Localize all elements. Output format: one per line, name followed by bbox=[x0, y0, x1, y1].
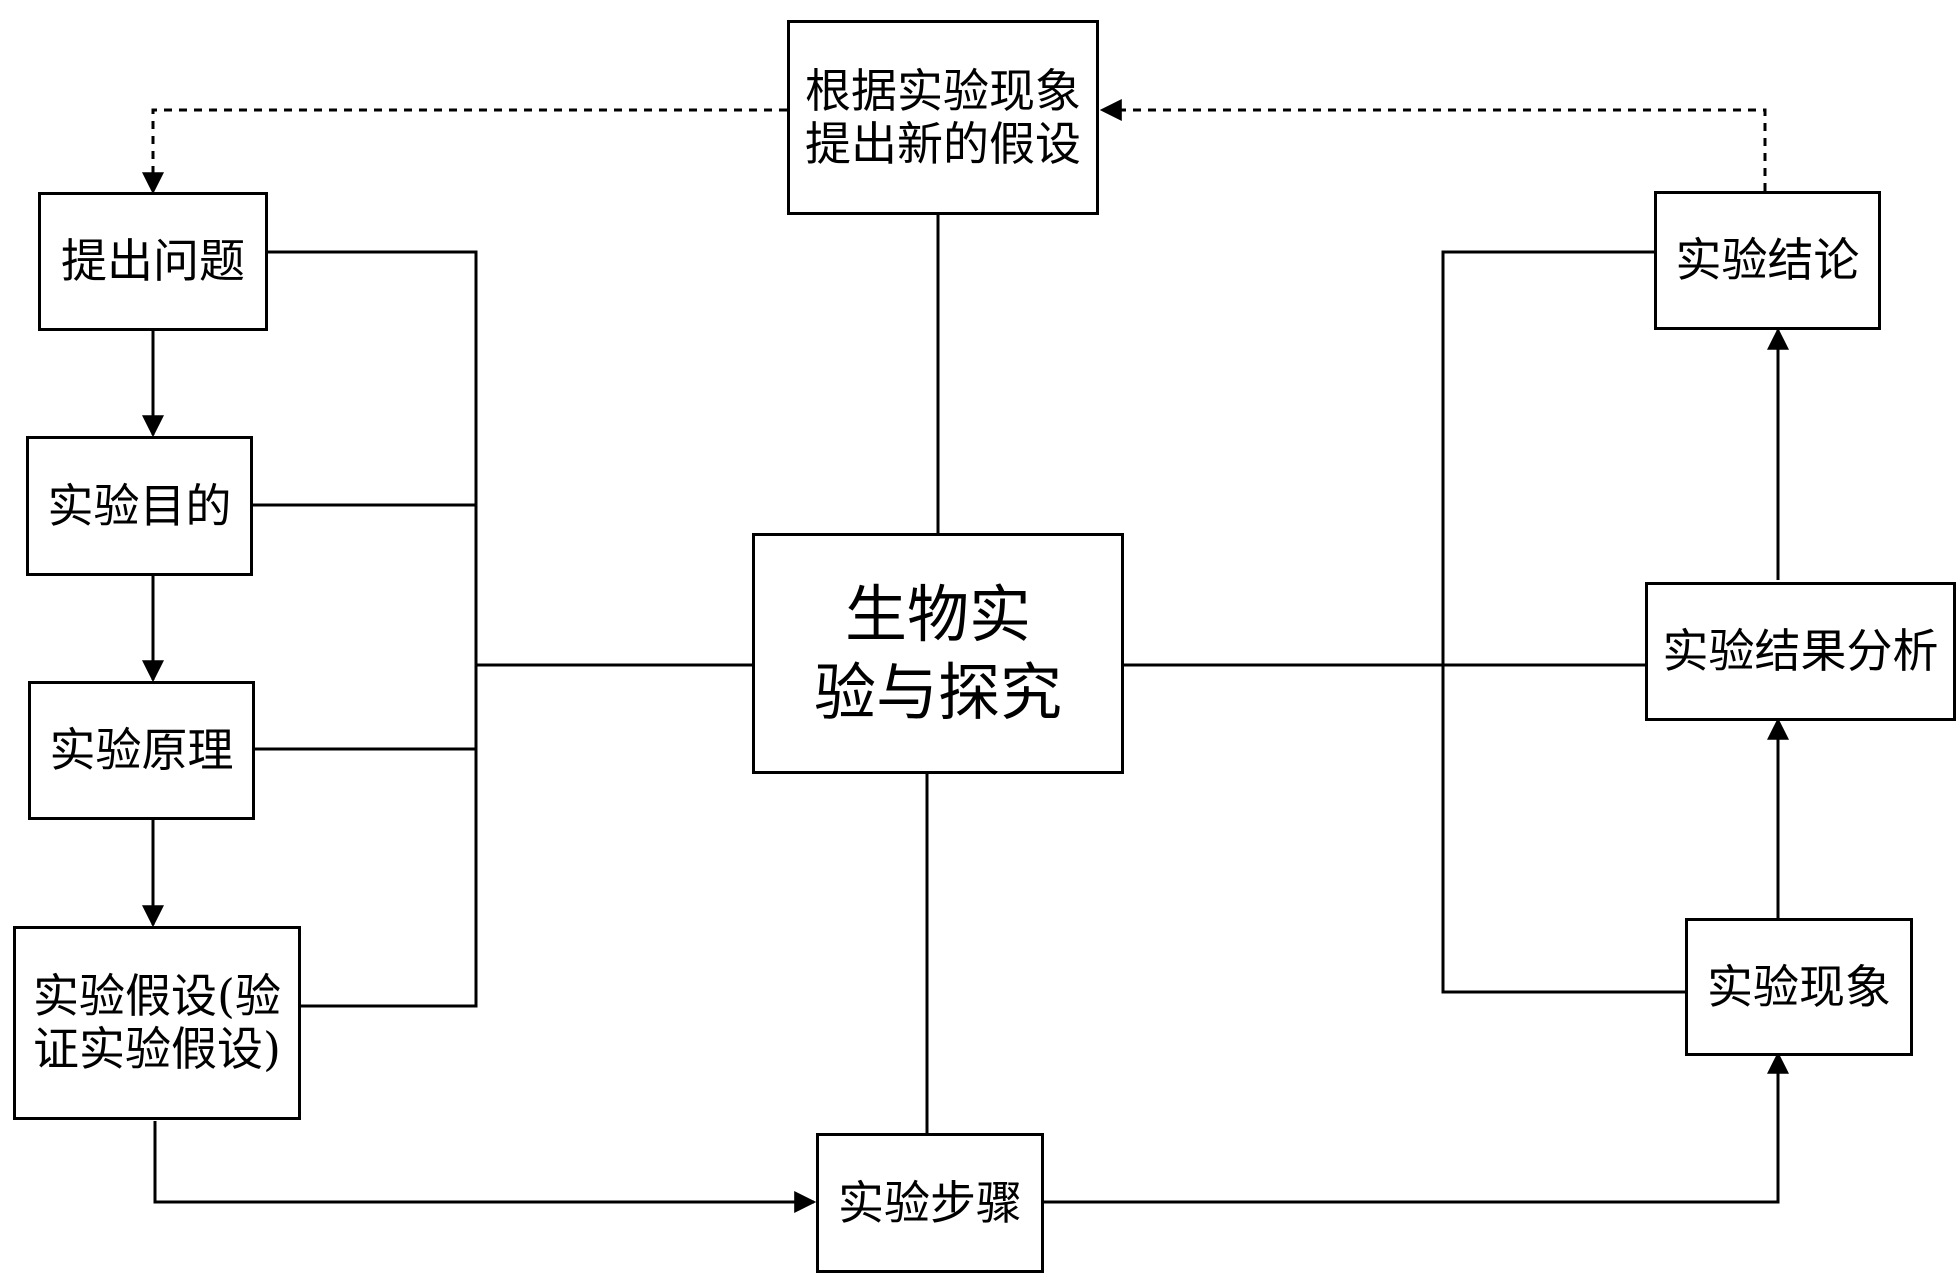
node-new-hypothesis-line2: 提出新的假设 bbox=[805, 116, 1081, 171]
node-principle: 实验原理 bbox=[28, 681, 255, 820]
node-analysis-label: 实验结果分析 bbox=[1662, 624, 1939, 679]
node-hypothesis-line2: 证实验假设) bbox=[33, 1022, 281, 1076]
node-new-hypothesis: 根据实验现象 提出新的假设 bbox=[787, 20, 1099, 215]
dashed-newhypothesis-to-question bbox=[142, 108, 787, 195]
node-hypothesis-line1: 实验假设(验 bbox=[33, 969, 281, 1024]
bracket-right bbox=[1441, 250, 1685, 994]
node-purpose-label: 实验目的 bbox=[47, 478, 232, 533]
node-new-hypothesis-line1: 根据实验现象 bbox=[805, 63, 1081, 118]
node-steps-label: 实验步骤 bbox=[838, 1175, 1022, 1230]
node-purpose: 实验目的 bbox=[26, 436, 253, 576]
node-center: 生物实 验与探究 bbox=[752, 533, 1124, 774]
node-principle-label: 实验原理 bbox=[49, 723, 234, 778]
node-conclusion-label: 实验结论 bbox=[1675, 233, 1860, 288]
node-steps: 实验步骤 bbox=[816, 1133, 1044, 1273]
arrow-steps-to-phenomenon bbox=[1044, 1051, 1789, 1204]
node-center-line1: 生物实 bbox=[844, 578, 1031, 651]
arrow-hypothesis-to-steps bbox=[153, 1121, 817, 1213]
node-analysis: 实验结果分析 bbox=[1645, 582, 1956, 721]
node-conclusion: 实验结论 bbox=[1654, 191, 1881, 330]
node-raise-question: 提出问题 bbox=[38, 192, 268, 331]
node-phenomenon: 实验现象 bbox=[1685, 918, 1913, 1056]
node-phenomenon-label: 实验现象 bbox=[1707, 959, 1891, 1014]
bracket-left bbox=[268, 250, 478, 1008]
node-hypothesis: 实验假设(验 证实验假设) bbox=[13, 926, 301, 1120]
node-raise-question-label: 提出问题 bbox=[61, 234, 245, 289]
node-center-line2: 验与探究 bbox=[813, 655, 1062, 729]
dashed-conclusion-to-newhypothesis bbox=[1099, 99, 1767, 191]
